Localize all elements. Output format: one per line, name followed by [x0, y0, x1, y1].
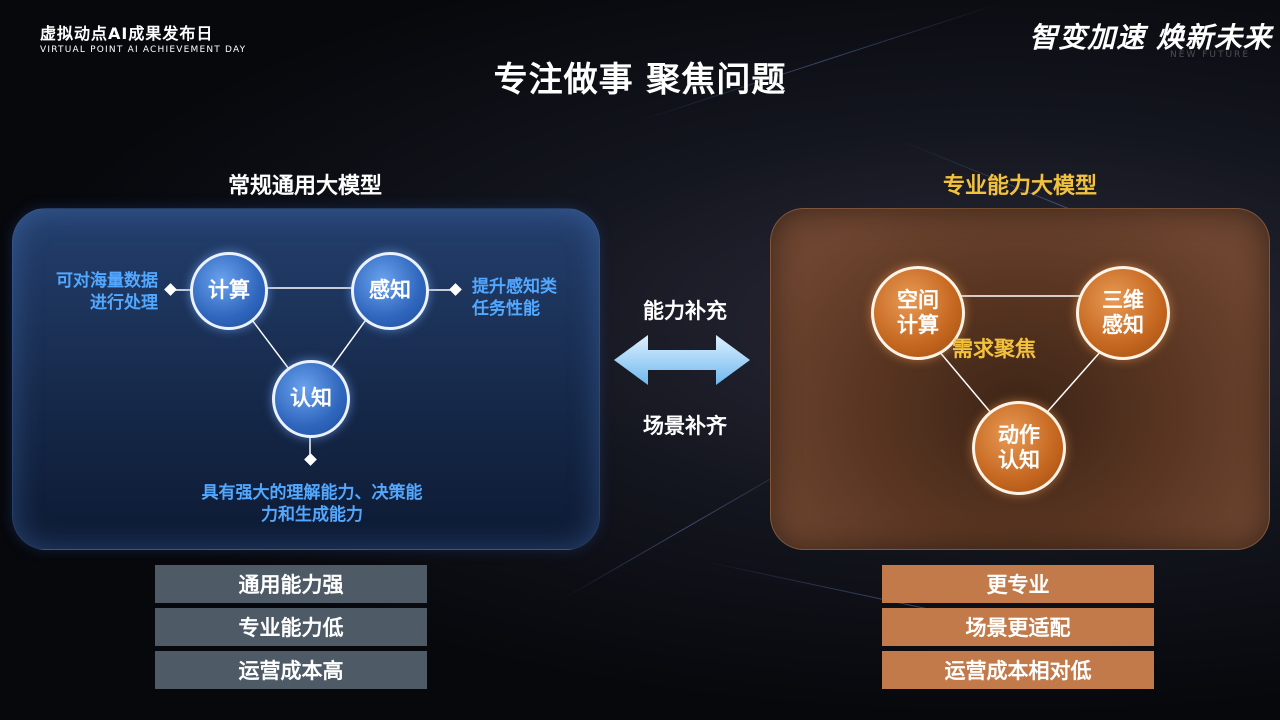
- slogan: 智变加速 焕新未来: [1029, 21, 1272, 54]
- left-panel-title: 常规通用大模型: [227, 174, 382, 199]
- node-perception: 感知: [351, 252, 429, 330]
- node-label: 认知: [290, 386, 332, 411]
- left-bar-1: 通用能力强: [155, 565, 427, 603]
- left-bar-2: 专业能力低: [155, 608, 427, 646]
- slogan-ghost-text: NEW FUTURE: [1170, 50, 1250, 60]
- page-title: 专注做事 聚焦问题: [493, 60, 787, 100]
- professional-model-panel: [770, 208, 1270, 550]
- node-compute: 计算: [190, 252, 268, 330]
- node-spatial-compute: 空间 计算: [871, 266, 965, 360]
- left-bar-3: 运营成本高: [155, 651, 427, 689]
- node-label: 计算: [208, 278, 250, 303]
- scenario-completion-label: 场景补齐: [643, 414, 727, 438]
- double-arrow-icon: [614, 335, 750, 385]
- right-panel-title: 专业能力大模型: [942, 174, 1097, 199]
- perception-description: 提升感知类 任务性能: [472, 277, 557, 319]
- node-label: 三维 感知: [1102, 287, 1144, 337]
- node-label: 感知: [369, 278, 411, 303]
- right-bar-3: 运营成本相对低: [882, 651, 1154, 689]
- brand-title: 虚拟动点AI成果发布日: [40, 24, 214, 43]
- node-motion-cognition: 动作 认知: [972, 401, 1066, 495]
- node-cognition: 认知: [272, 360, 350, 438]
- node-3d-perception: 三维 感知: [1076, 266, 1170, 360]
- capability-supplement-label: 能力补充: [643, 299, 727, 323]
- node-label: 动作 认知: [998, 422, 1040, 472]
- right-bar-2: 场景更适配: [882, 608, 1154, 646]
- cognition-description: 具有强大的理解能力、决策能 力和生成能力: [201, 483, 423, 525]
- brand-subtitle: VIRTUAL POINT AI ACHIEVEMENT DAY: [40, 45, 247, 55]
- node-label: 空间 计算: [897, 287, 939, 337]
- right-bar-1: 更专业: [882, 565, 1154, 603]
- demand-focus-label: 需求聚焦: [952, 337, 1036, 361]
- compute-description: 可对海量数据 进行处理: [56, 271, 158, 313]
